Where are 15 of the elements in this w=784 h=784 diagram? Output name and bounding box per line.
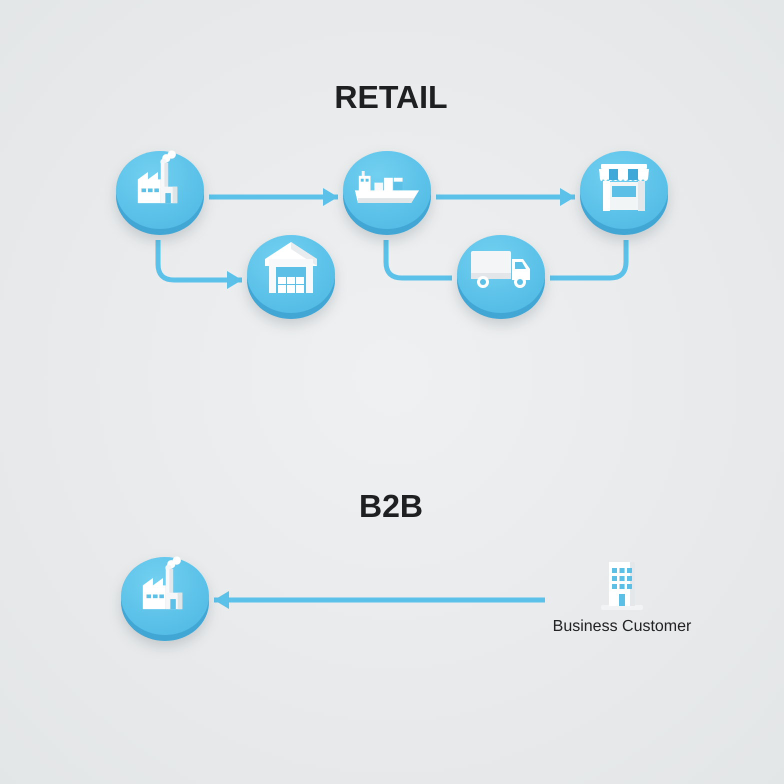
connector-line — [384, 240, 452, 280]
platform-disc — [120, 556, 210, 642]
arrow — [214, 591, 545, 609]
node-label: Business Customer — [552, 617, 692, 636]
section-heading: RETAIL — [334, 79, 448, 115]
platform-disc — [456, 234, 546, 320]
arrow — [436, 188, 575, 206]
arrow — [209, 188, 338, 206]
platform-disc — [115, 150, 205, 236]
platform-disc — [579, 150, 669, 236]
arrow — [156, 240, 242, 289]
section-heading: B2B — [358, 488, 423, 524]
platform-disc — [246, 234, 336, 320]
connector-line — [550, 240, 628, 280]
platform-disc — [342, 150, 432, 236]
